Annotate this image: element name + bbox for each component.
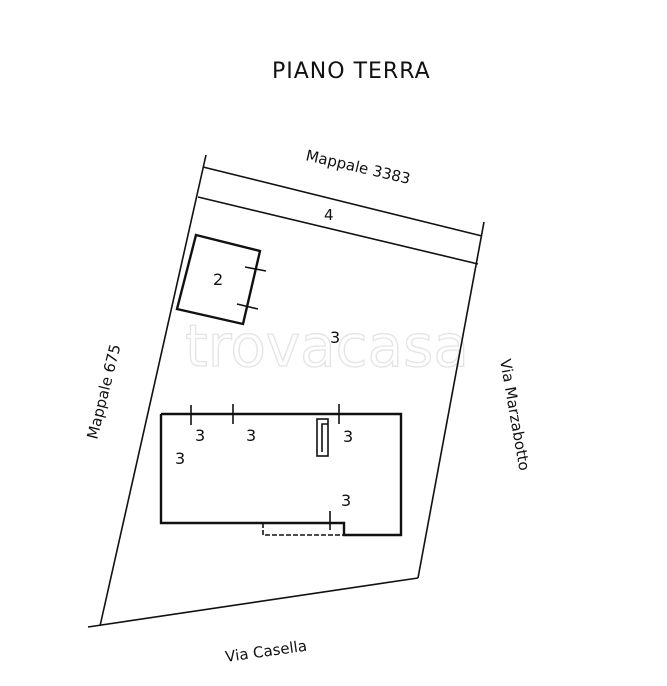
- strip-divider: [197, 196, 479, 265]
- staircase: [316, 418, 329, 457]
- area-outbuilding-label: 2: [213, 270, 223, 289]
- outbuilding-door-mark: [236, 303, 259, 310]
- south-boundary: [87, 577, 419, 628]
- plan-title: PIANO TERRA: [272, 59, 431, 84]
- area-room-a-label: 3: [195, 426, 205, 445]
- area-room-e-label: 3: [341, 491, 351, 510]
- outbuilding-door-mark: [244, 266, 267, 272]
- label-south: Via Casella: [224, 637, 308, 666]
- outbuilding: [175, 233, 262, 326]
- label-west: Mappale 675: [83, 342, 124, 441]
- watermark: trovacasa: [185, 312, 469, 380]
- label-north: Mappale 3383: [304, 146, 412, 188]
- stair-arrow-icon: [321, 423, 328, 452]
- building-annex: [262, 523, 344, 536]
- area-room-c-label: 3: [343, 427, 353, 446]
- area-strip-label: 4: [324, 206, 334, 224]
- area-room-d-label: 3: [175, 449, 185, 468]
- area-room-b-label: 3: [246, 426, 256, 445]
- area-yard-label: 3: [330, 328, 340, 347]
- east-boundary: [417, 221, 485, 579]
- label-east: Via Marzabotto: [496, 358, 533, 472]
- north-boundary: [202, 166, 483, 237]
- west-boundary: [99, 154, 207, 627]
